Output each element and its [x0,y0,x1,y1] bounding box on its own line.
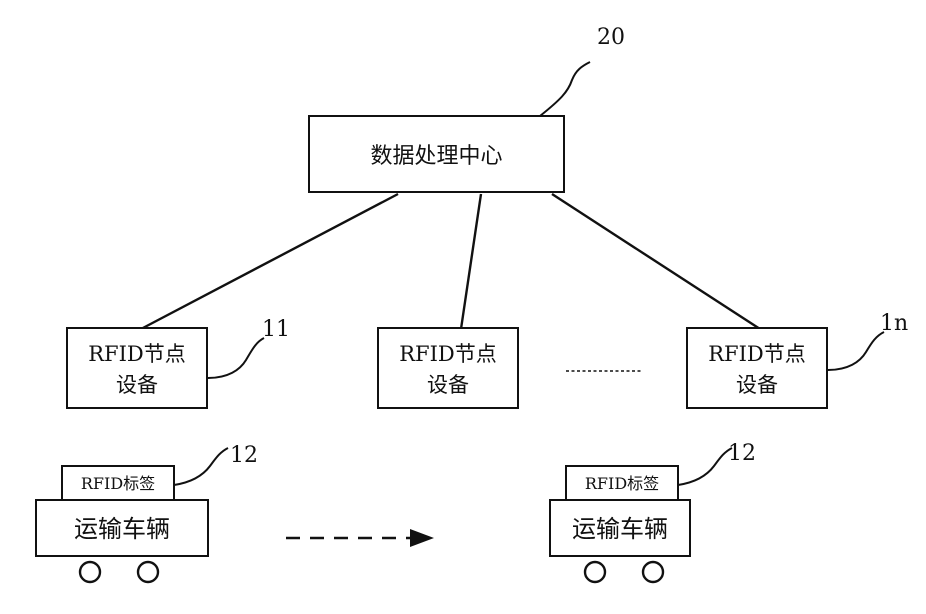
node-1-label-line1: RFID节点 [88,342,186,366]
node-2-label-line1: RFID节点 [399,342,497,366]
vehicle-1-ref-leader [174,448,228,485]
wire-center-to-node-3 [552,194,760,329]
vehicle-1-label: 运输车辆 [74,515,170,543]
vehicle-1-tag-label: RFID标签 [81,474,155,493]
rfid-node-device-3: RFID节点 设备 [687,328,827,408]
vehicle-2-ref-number: 12 [728,441,756,466]
node-2-label-line2: 设备 [427,373,469,397]
node-3-label-line1: RFID节点 [708,342,806,366]
vehicle-2-tag-label: RFID标签 [585,474,659,493]
data-processing-center: 数据处理中心 [309,116,564,192]
rfid-node-device-2: RFID节点 设备 [378,328,518,408]
wire-center-to-node-1 [141,194,398,329]
vehicle-2-label: 运输车辆 [572,515,668,543]
node-3-ref-number: 1n [880,311,908,336]
vehicle-1-ref-number: 12 [230,443,258,468]
center-label: 数据处理中心 [370,144,502,169]
wire-center-to-node-2 [461,194,481,329]
rfid-node-device-1: RFID节点 设备 [67,328,207,408]
movement-arrowhead [410,529,434,547]
vehicle-1-wheel-right [138,562,158,582]
node-3-ref-leader [828,332,884,370]
center-ref-number: 20 [597,25,625,50]
node-1-ref-number: 11 [262,317,290,342]
node-1-ref-leader [208,338,264,378]
vehicle-2-ref-leader [678,448,732,485]
vehicle-2-wheel-right [643,562,663,582]
node-3-label-line2: 设备 [736,373,778,397]
node-1-label-line2: 设备 [116,373,158,397]
vehicle-2-wheel-left [585,562,605,582]
center-ref-leader [540,62,590,116]
transport-vehicle-2: RFID标签 运输车辆 [550,466,690,582]
vehicle-1-wheel-left [80,562,100,582]
